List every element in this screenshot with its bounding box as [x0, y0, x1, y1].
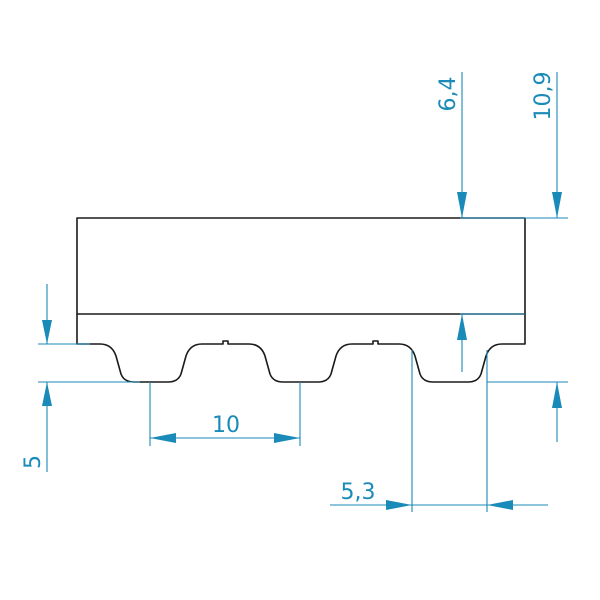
pitch-dimension: 10 [149, 382, 301, 446]
arrow-right [386, 500, 412, 510]
arrow-up [457, 314, 467, 340]
belt-body [76, 217, 526, 315]
arrow-down [552, 192, 562, 218]
belt-outline [76, 217, 526, 383]
tooth-height-label: 5 [21, 455, 46, 469]
tooth-height-dimension: 5 [21, 284, 140, 472]
arrow-right [274, 433, 300, 443]
arrow-left [150, 433, 176, 443]
tooth-width-label: 5,3 [341, 480, 376, 505]
arrow-down [457, 192, 467, 218]
arrow-up [552, 382, 562, 408]
arrow-up [42, 382, 52, 406]
total-height-label: 10,9 [531, 72, 556, 121]
tooth-width-dimension: 5,3 [330, 350, 548, 512]
arrow-left [487, 500, 513, 510]
arrow-down [42, 320, 52, 344]
pitch-label: 10 [212, 413, 240, 438]
total-height-dimension: 10,9 [487, 72, 568, 442]
tooth-profile [76, 314, 526, 383]
body-height-label: 6,4 [436, 77, 461, 112]
body-height-dimension: 6,4 [436, 72, 568, 372]
